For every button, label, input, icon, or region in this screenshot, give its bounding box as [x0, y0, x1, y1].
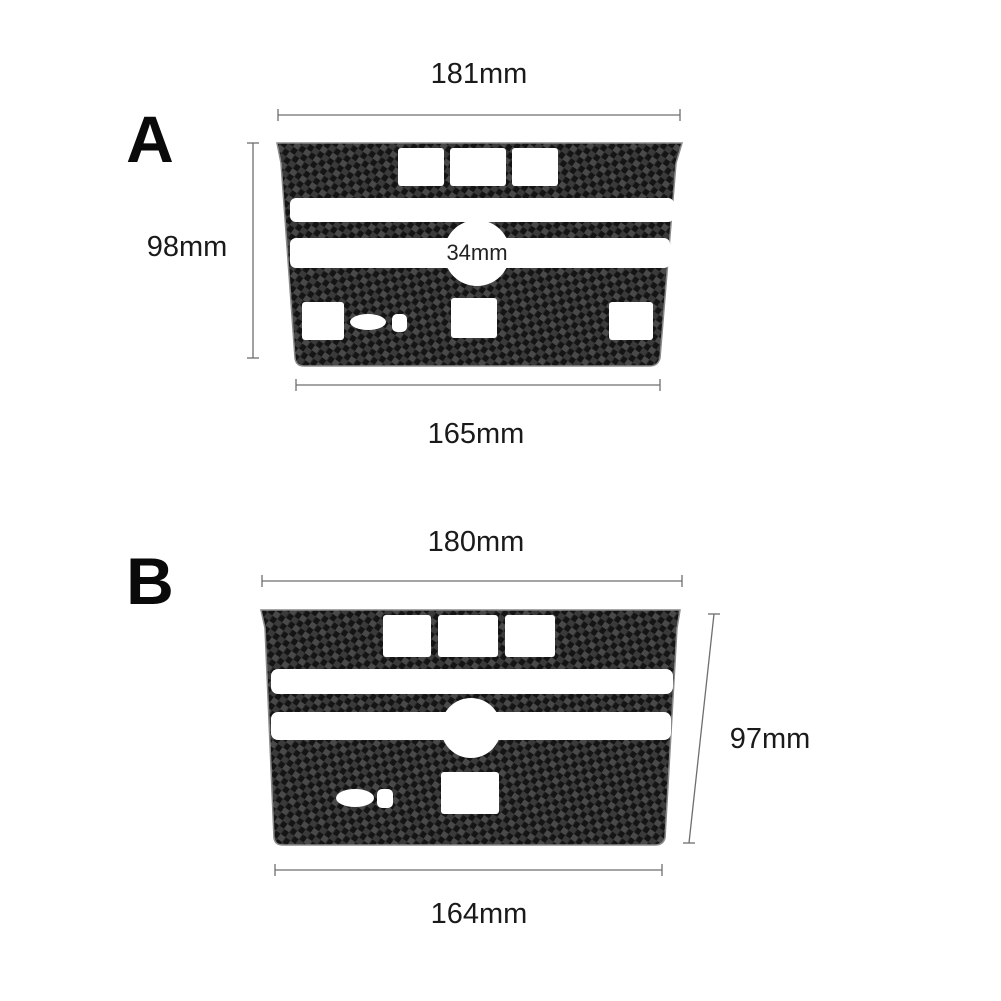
panel-a-top-button-cutout-1 — [398, 148, 444, 186]
panel-a-bottom-center-cutout — [451, 298, 497, 338]
panel-b: B 180mm 97mm 164mm — [126, 526, 810, 930]
panel-b-switch-cutout — [336, 789, 374, 807]
panel-a-height-label: 98mm — [147, 231, 228, 263]
panel-b-bottom-dimension: 164mm — [274, 864, 663, 930]
panel-a-small-switch-cutout — [392, 314, 407, 332]
panel-a-trim — [276, 142, 684, 367]
panel-a-bottom-width-label: 165mm — [428, 418, 525, 450]
panel-a-top-button-cutout-3 — [512, 148, 558, 186]
panel-b-top-dimension: 180mm — [261, 526, 683, 587]
panel-b-top-button-cutout-1 — [383, 615, 431, 657]
panel-b-top-button-cutout-3 — [505, 615, 555, 657]
panel-a-knob-diameter-label: 34mm — [446, 240, 507, 265]
panel-b-letter: B — [126, 544, 174, 618]
panel-a-bottom-dimension: 165mm — [295, 379, 661, 450]
panel-a-knob-cutout — [444, 220, 510, 286]
panel-a-height-dimension: 98mm — [147, 142, 259, 359]
panel-b-top-width-label: 180mm — [428, 526, 525, 558]
panel-b-bottom-center-cutout — [441, 772, 499, 814]
panel-a-switch-cutout — [350, 314, 386, 330]
panel-b-upper-slot — [271, 669, 673, 694]
panel-b-bottom-width-label: 164mm — [431, 898, 528, 930]
panel-a-top-dimension: 181mm — [277, 58, 681, 121]
panel-b-height-label: 97mm — [730, 723, 811, 755]
panel-a: A 181mm 98mm 165mm — [126, 58, 684, 450]
panel-a-letter: A — [126, 102, 174, 176]
panel-b-knob-cutout — [441, 698, 501, 758]
panel-a-bottom-right-cutout — [609, 302, 653, 340]
panel-b-trim — [260, 609, 681, 846]
panel-a-top-width-label: 181mm — [431, 58, 528, 90]
panel-a-bottom-left-cutout — [302, 302, 344, 340]
panel-b-top-button-cutout-2 — [438, 615, 498, 657]
panel-b-small-switch-cutout — [377, 789, 393, 808]
panel-a-upper-slot — [290, 198, 674, 222]
panel-a-top-button-cutout-2 — [450, 148, 506, 186]
panel-b-height-dimension: 97mm — [683, 613, 811, 844]
